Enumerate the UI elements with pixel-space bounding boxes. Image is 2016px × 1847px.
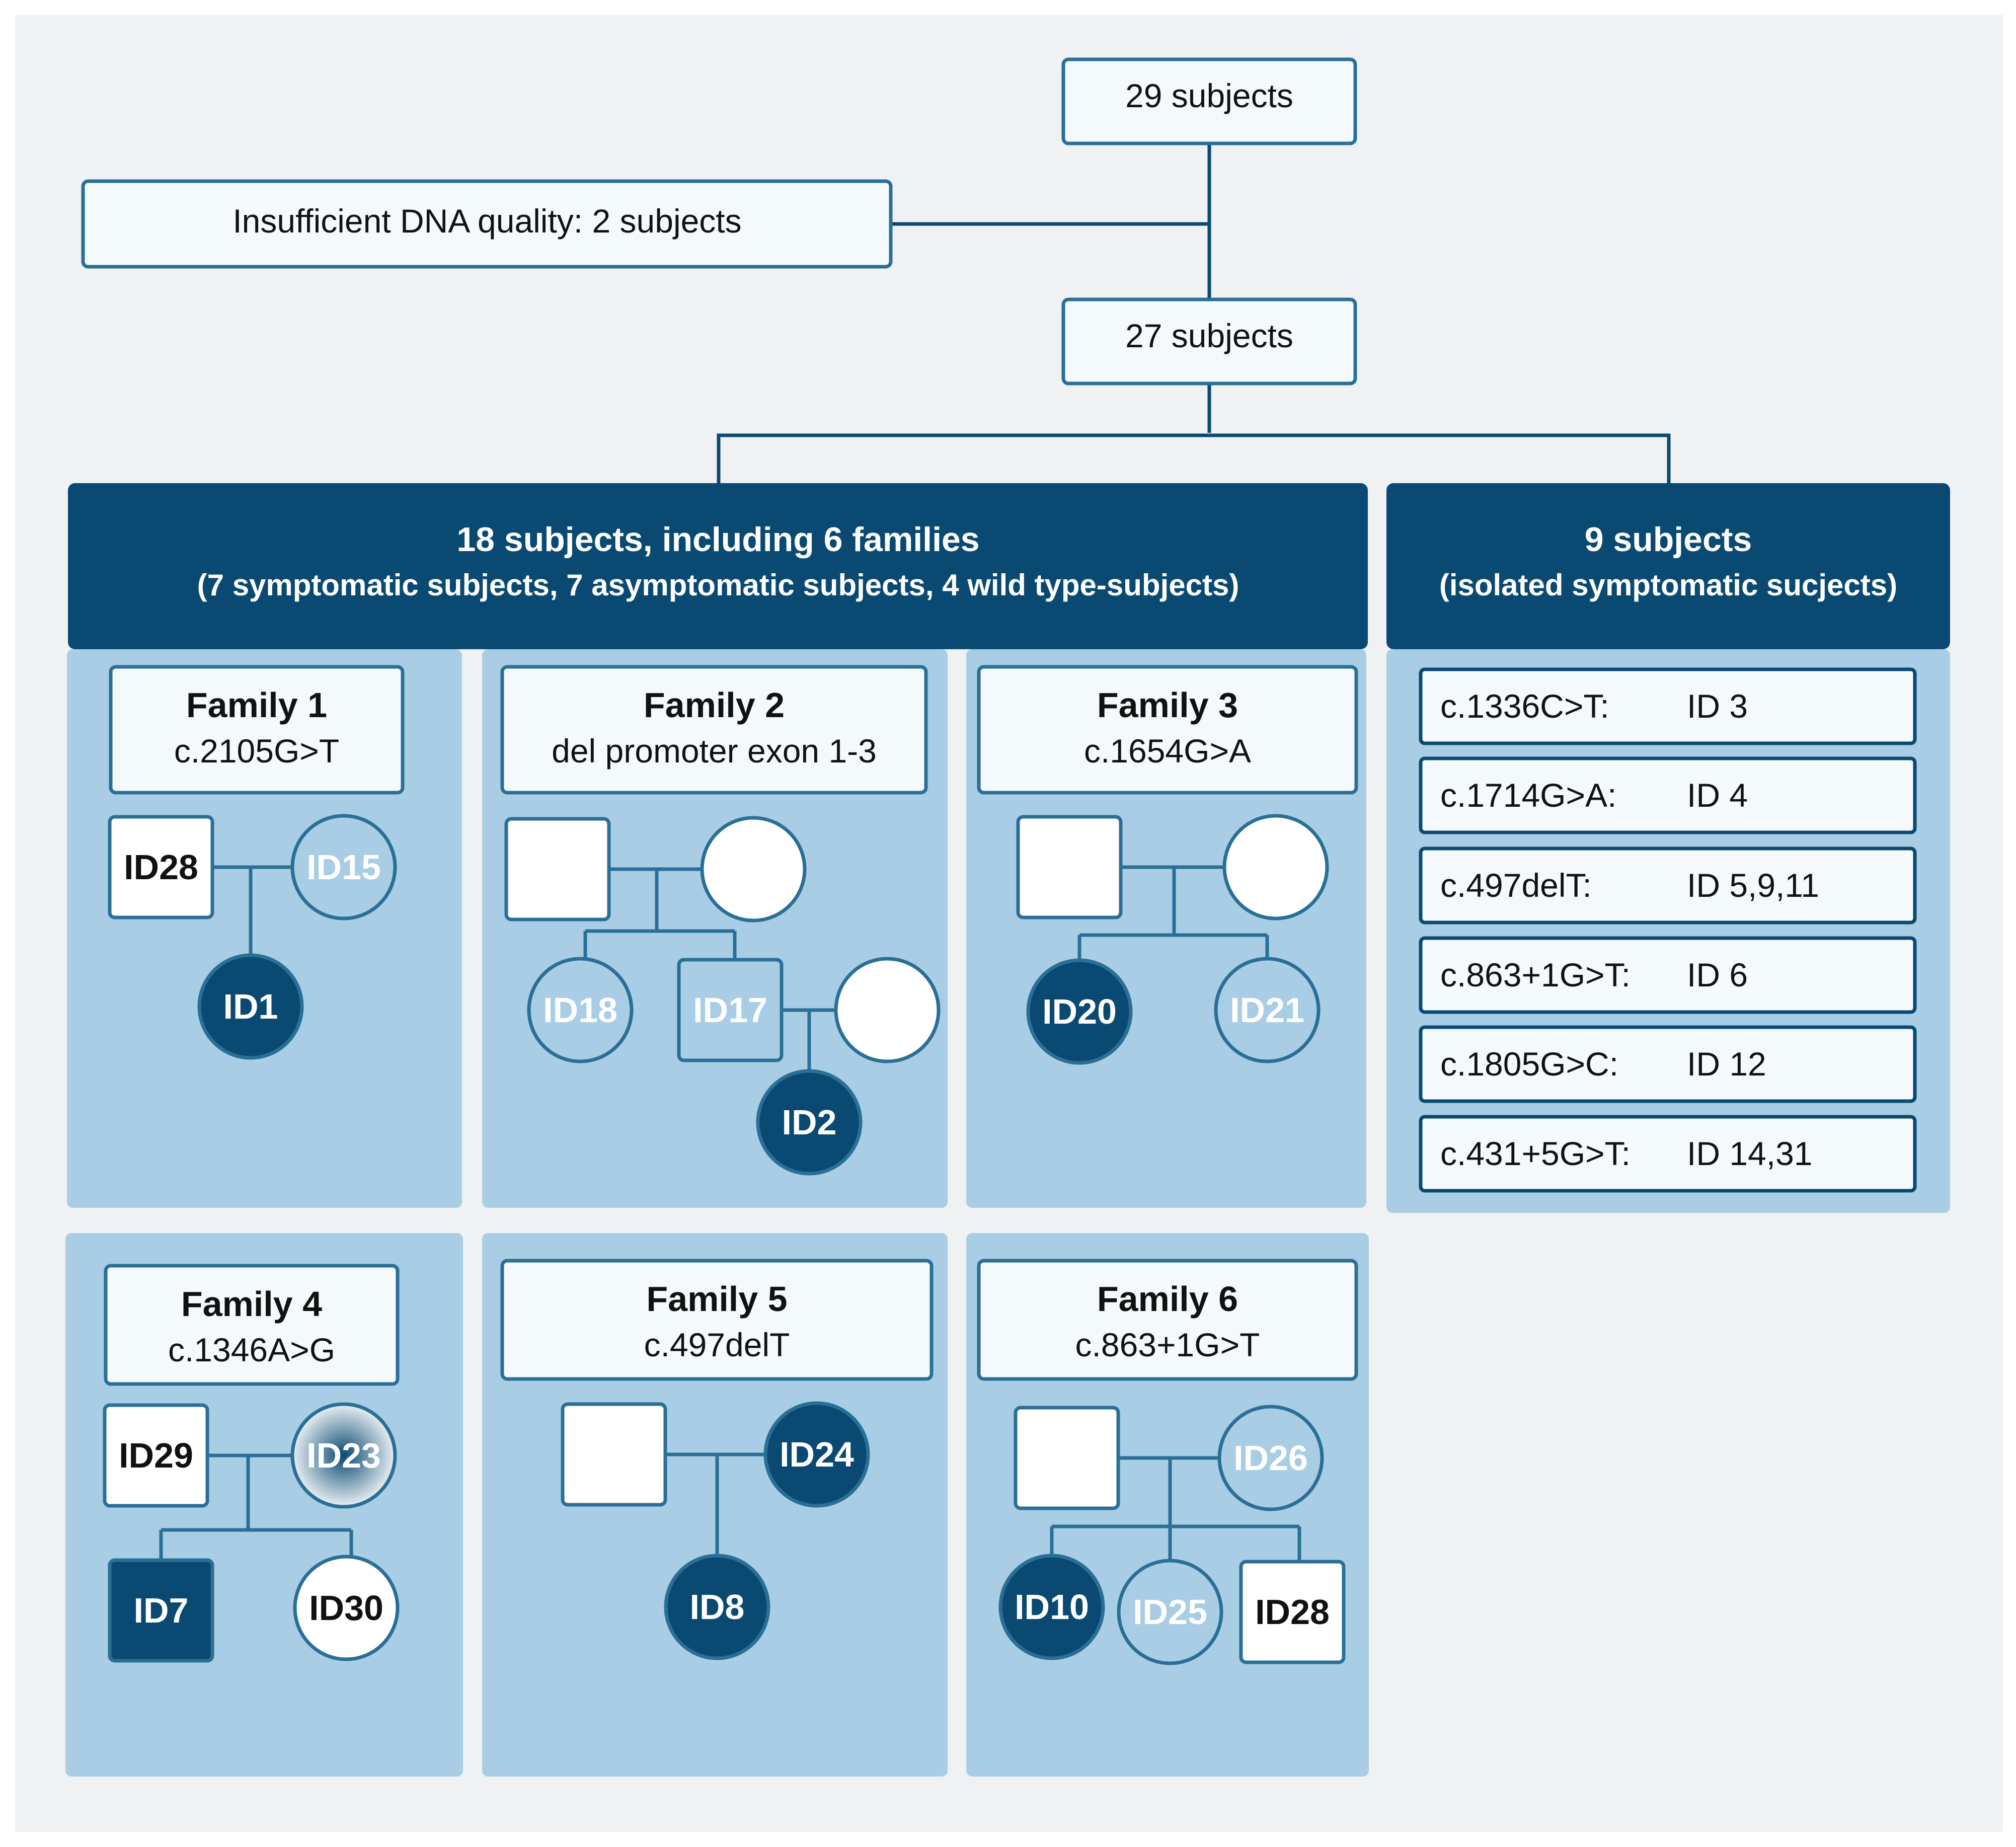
family-name: Family 2 (644, 685, 785, 725)
id29-square-node (103, 1403, 209, 1508)
id17-square-node (677, 958, 784, 1062)
pedigree-id-label: ID10 (1015, 1587, 1089, 1627)
isolated-variant-ids: ID 6 (1687, 956, 1748, 993)
family-label-box (500, 1259, 934, 1381)
pedigree-id-label: ID2 (782, 1103, 837, 1142)
isolated-variant-name: c.863+1G>T: (1440, 956, 1631, 993)
family-label-box (104, 1264, 400, 1386)
pedigree-id-label: ID29 (119, 1436, 193, 1475)
pedigree-id-label: ID20 (1042, 992, 1117, 1031)
isolated-variant-ids: ID 5,9,11 (1687, 867, 1819, 904)
pedigree-id-label: ID18 (543, 990, 617, 1030)
isolated-variant-name: c.1714G>A: (1440, 777, 1616, 814)
isolated-variant-row (1419, 936, 1917, 1014)
id28-square-node (1239, 1560, 1346, 1664)
id28-square-node (108, 815, 214, 919)
untested-circle-node (834, 957, 941, 1063)
isolated-variant-ids: ID 14,31 (1687, 1135, 1813, 1172)
pedigree-id-label: ID25 (1133, 1592, 1207, 1632)
isolated-variant-row (1419, 756, 1917, 834)
family-variant: del promoter exon 1-3 (552, 732, 877, 769)
untested-square-node (504, 817, 611, 921)
family-label-box (977, 1259, 1358, 1381)
untested-square-node (1016, 815, 1123, 919)
family-label-box (500, 665, 928, 795)
pedigree-id-label: ID7 (134, 1591, 189, 1630)
id18-circle-node (527, 957, 634, 1063)
family-label-boxes: Family 1 c.2105G>T Family 2 del promoter ex… (104, 665, 1358, 1386)
isolated-variant-ids: ID 12 (1687, 1045, 1766, 1083)
isolated-variant-row (1419, 667, 1917, 745)
pedigree-id-label: ID21 (1230, 990, 1304, 1030)
id30-circle-node (293, 1555, 400, 1661)
pedigree-id-label: ID28 (1255, 1592, 1330, 1632)
family-variant: c.497delT (644, 1326, 790, 1363)
id26-circle-node (1217, 1405, 1324, 1511)
family-label-box (109, 665, 405, 795)
family-variant: c.1346A>G (168, 1331, 335, 1368)
id15-circle-node (290, 814, 397, 920)
pedigree-connectors (159, 865, 1301, 1564)
excluded-box (81, 179, 893, 269)
id24-circle-node (763, 1401, 870, 1508)
isolated-variant-name: c.1336C>T: (1440, 687, 1609, 725)
family-name: Family 3 (1097, 685, 1238, 725)
family-variant: c.1654G>A (1084, 732, 1251, 769)
pedigree-id-label: ID24 (780, 1435, 854, 1474)
isolated-header (1386, 483, 1950, 649)
families-subtitle: (7 symptomatic subjects, 7 asymptomatic … (197, 568, 1239, 602)
family-variant: c.2105G>T (174, 732, 339, 769)
untested-square-node (1014, 1406, 1120, 1510)
flow-connectors (717, 143, 1671, 483)
isolated-variant-row (1419, 1025, 1917, 1103)
pedigree-id-label: ID17 (693, 990, 767, 1030)
excluded-count: Insufficient DNA quality: 2 subjects (232, 202, 741, 240)
pedigree-id-label: ID23 (306, 1436, 381, 1475)
families-header (68, 483, 1368, 649)
id25-circle-node (1117, 1559, 1223, 1665)
id8-circle-node (664, 1554, 770, 1660)
id10-circle-node (998, 1554, 1105, 1660)
isolated-variant-row (1419, 846, 1917, 925)
family-name: Family 6 (1097, 1279, 1238, 1319)
untested-square-node (561, 1402, 667, 1507)
pedigree-id-label: ID15 (306, 848, 381, 887)
family-name: Family 1 (186, 685, 327, 725)
analyzed-box (1061, 297, 1357, 386)
family-variant: c.863+1G>T (1075, 1326, 1260, 1363)
id7-square-node (108, 1558, 214, 1663)
id1-circle-node (197, 953, 304, 1060)
isolated-variant-name: c.497delT: (1440, 867, 1592, 904)
pedigree-id-label: ID1 (223, 987, 278, 1026)
untested-circle-node (700, 816, 807, 922)
family-name: Family 5 (646, 1279, 787, 1319)
isolated-variant-ids: ID 3 (1687, 687, 1748, 725)
isolated-title: 9 subjects (1585, 520, 1752, 559)
family-label-box (977, 665, 1358, 795)
isolated-subtitle: (isolated symptomatic sucjects) (1439, 568, 1897, 602)
id21-circle-node (1214, 957, 1321, 1063)
isolated-variant-row (1419, 1115, 1917, 1193)
analyzed-count: 27 subjects (1125, 317, 1293, 354)
pedigree-id-label: ID30 (309, 1588, 383, 1628)
id23-circle-node (290, 1402, 397, 1509)
id2-circle-node (756, 1069, 863, 1176)
pedigree-id-label: ID8 (690, 1587, 745, 1627)
isolated-variant-list: c.1336C>T: ID 3 c.1714G>A: ID 4 c.497delT: ID… (1419, 667, 1917, 1193)
id20-circle-node (1026, 958, 1133, 1065)
pedigree-id-label: ID26 (1233, 1438, 1308, 1478)
isolated-variant-name: c.431+5G>T: (1440, 1135, 1631, 1172)
start-count: 29 subjects (1125, 77, 1293, 114)
isolated-variant-name: c.1805G>C: (1440, 1045, 1618, 1083)
families-title: 18 subjects, including 6 families (456, 520, 979, 559)
start-box (1061, 57, 1357, 145)
untested-circle-node (1222, 814, 1329, 920)
pedigree-id-label: ID28 (124, 848, 198, 887)
family-name: Family 4 (181, 1284, 322, 1324)
isolated-variant-ids: ID 4 (1687, 777, 1748, 814)
